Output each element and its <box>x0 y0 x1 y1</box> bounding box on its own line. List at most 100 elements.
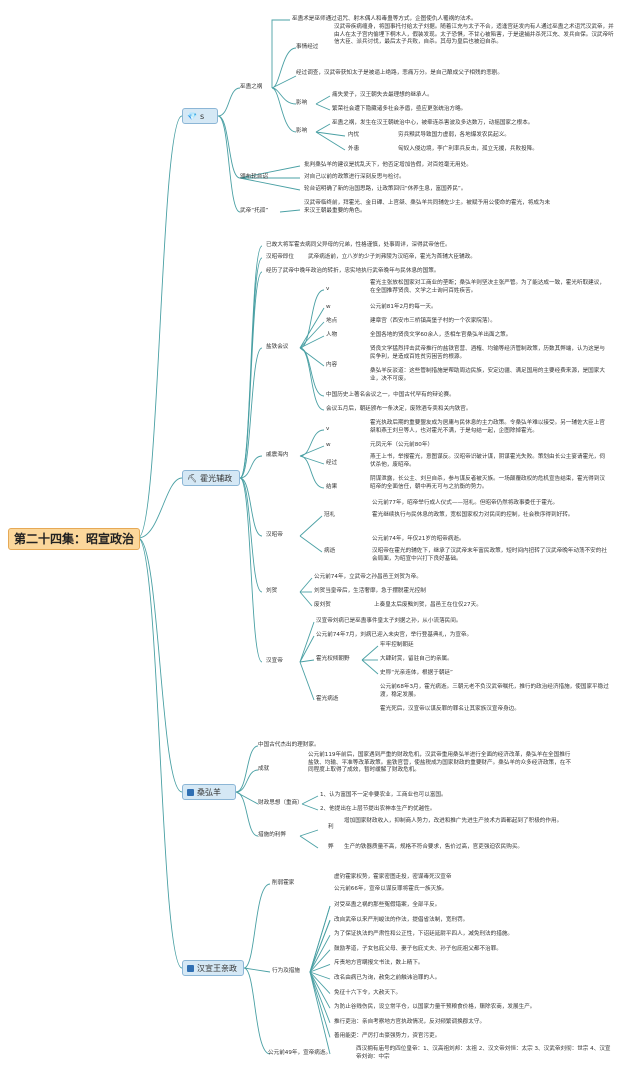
node-tuogu-a: 汉武帝临终前，拜霍光、金日磾、上官桀、桑弘羊共同辅佐少主。被赋予用公使命的霍光，… <box>304 200 551 214</box>
node-xd-b-label: 行为及措施 <box>272 968 300 974</box>
node-coup-v-label: v <box>326 426 330 432</box>
node-salt-w-label: w <box>326 304 331 310</box>
branch-topic-huoguang[interactable]: ⛏霍光辅政 <box>182 470 240 486</box>
list-item: 推行吏治：亲自考察地方官执政情况，反对频繁调换郡太守。 <box>334 1018 486 1025</box>
node-hg-i3: 经历了武帝中晚年政治的转折，忠实地执行武帝晚年与民休息的国策。 <box>266 268 440 274</box>
node-xuan-c3: 史称“光亲连体，根据于朝廷” <box>380 670 453 676</box>
node-coup-proc-label: 经过 <box>326 460 338 466</box>
node-sang-a: 中国古代杰出的理财家。 <box>258 742 320 748</box>
node-hg-i1: 已故大将军霍去病同父异母的兄弟，性格谨慎，处事周详，深得武帝信任。 <box>266 242 451 248</box>
node-sang-d-bi-label: 弊 <box>328 844 334 850</box>
list-item: 为防止谷贱伤民，设立常平仓，以国家力量干预粮食价格，赈除农商，发展生产。 <box>334 1004 536 1011</box>
branch-topic-s[interactable]: 💎s <box>182 108 218 124</box>
list-item: 为了保证执法的严肃性和公正性，下诏廷延尉平四人，减免刑法的措施。 <box>334 931 514 938</box>
node-luntai: 颁布轮台诏 <box>240 174 268 180</box>
node-he-a: 公元前74年，立武帝之孙昌邑王刘贺为帝。 <box>314 574 422 580</box>
node-wugu-intro: 巫蛊术是巫师通过诅咒、射木偶人和毒蛊等方式，企图使仇人罹祸的法术。 <box>292 16 477 22</box>
node-xuan-d-label: 霍光病逝 <box>316 696 339 702</box>
node-zhao-b1: 公元前74年，年仅21岁的昭帝病逝。 <box>372 536 465 542</box>
list-item: 对受巫蛊之祸的那些冤假错案，全部平反。 <box>334 902 441 908</box>
node-wugu-e3: 巫蛊之祸，发生在汉王朝统治中心，被牵连杀害波及多达数万，动摇国家之根本。 <box>332 120 534 126</box>
node-wugu-effect-label: 影响 <box>296 100 308 106</box>
node-salt-v-label: v <box>326 286 330 292</box>
list-item: 改自武帝以来严刑峻法的作法，提倡省法制，宽刑罚。 <box>334 916 469 923</box>
node-sang-d-li: 增加国家财政收入，抑制商人势力，改进和推广先进生产技术方面都起到了积极的作用。 <box>344 818 563 824</box>
node-sang-c-label: 财政思想（重商） <box>258 800 303 806</box>
node-wugu-e2: 繁荣社会遭下隐藏诸多社会矛盾，亟应更张统治方略。 <box>332 106 467 112</box>
node-zhao-a2: 霍光继续执行与民休息的政策，宽松国家权力对民间的控制，社会秩序得到好转。 <box>372 512 574 518</box>
node-salt-result: 会议五月后，朝廷颁布一条决定，废除酒专卖和关内铁官。 <box>326 406 472 412</box>
node-zhao-b2: 汉昭帝在霍光的辅佐下，继承了汉武帝末年富民政策，短时间内扭转了汉武帝晚年动荡不安… <box>372 548 607 562</box>
node-sang-b-label: 成就 <box>258 766 270 772</box>
pickaxe-icon: ⛏ <box>187 474 198 483</box>
node-salt-people: 全国各地的贤良文学60余人，丞相车官桑弘羊出面之策。 <box>370 332 512 338</box>
node-he-b: 刘贺当皇帝后，生活奢靡，急于摆脱霍光控制 <box>314 588 426 594</box>
node-wugu-after: 经过调查，汉武帝获知太子是被逼上绝路，悲痛万分。是自己酿成父子相残的悲剧。 <box>296 70 503 76</box>
node-sang-b: 公元前119年前后，国家遇到严重的财政危机，汉武帝重用桑弘羊进行全面的经济改革，… <box>308 752 571 774</box>
node-coup-w: 元凤元年（公元前80年） <box>370 442 434 448</box>
node-luntai-c: 轮台诏明确了新的治国思路，让政策回归“休养生息，富国养民”。 <box>304 186 467 192</box>
branch-topic-sanghongyang[interactable]: 桑弘羊 <box>182 784 236 800</box>
node-xuan-c1: 牢牢控制朝廷 <box>380 642 414 648</box>
node-tuogu: 武帝“托孤” <box>240 208 269 214</box>
node-coup-res-label: 结果 <box>326 484 338 490</box>
node-xd-a1: 虚钓霍家权势，霍家密图走投，密谋毒死汉宣帝 <box>334 874 452 880</box>
node-salt-place: 建章宫（西安市三桥镇高堡子村的一个农家院落）。 <box>370 318 496 324</box>
node-he-c: 上奏皇太后废黜刘贺，昌邑王在位仅27天。 <box>374 602 482 608</box>
node-xuan-b: 公元前74年7月，刘病已迎入未央宫，举行登基典礼，为宣帝。 <box>316 632 473 638</box>
root-topic[interactable]: 第二十四集：昭宣政治 <box>8 528 140 550</box>
node-luntai-a: 批判桑弘羊的建议是扰乱天下，他否定增加告假，对百姓毫无用处。 <box>304 162 472 168</box>
node-sang-d-bi: 生产的铁器质量不高，规格不符合要求，售价过高，官吏强迫农民购买。 <box>344 844 524 850</box>
node-coup-res: 阴谋泄露，长公主、刘旦自杀，参与谋反者被灭族。一场颠覆政权的危机宣告结束，霍光得… <box>370 476 605 490</box>
node-wugu-e1: 痛失爱子，汉王朝失去最理想的继承人。 <box>332 92 433 98</box>
node-sang-c1: 1、认为富国不一定非要农业，工商业也可以富国。 <box>320 792 447 798</box>
list-item: 善用能吏：严厉打击豪强势力，资官污吏。 <box>334 1033 441 1040</box>
node-zhao-a-label: 冠礼 <box>324 512 336 518</box>
node-sang-c2: 2、他提出在上层节提出农神本生产的优越性。 <box>320 806 436 812</box>
node-coup-v: 霍光执政后期的重要盟友成为居庸与民休息的主力政策。令桑弘羊难以接受。另一辅佐大臣… <box>370 420 605 434</box>
list-item: 免征十六下令，大赦天下。 <box>334 989 402 996</box>
node-salt-hist: 中国历史上著名会议之一，中国古代罕有的辩论赛。 <box>326 392 455 398</box>
node-wugu: 巫蛊之祸 <box>240 84 263 90</box>
node-xuan-a: 汉宣帝刘病已是巫蛊事件皇太子刘据之孙，从小流落民间。 <box>316 618 462 624</box>
node-sang-d-li-label: 利 <box>328 824 334 830</box>
node-wugu-e4-label: 内忧 <box>348 132 360 138</box>
node-coup-proc: 燕王上书，举报霍光，意图谋反。汉昭帝识破计谋，阴谋霍光失败。策划由长公主宴请霍光… <box>370 454 605 468</box>
node-wugu-e4: 穷兵黩武导致国力虚弱，各地爆发农民起义。 <box>398 132 510 138</box>
node-he-c-label: 废刘贺 <box>314 602 331 608</box>
node-salt-v: 霍光主张放松国家对工商业的垄断；桑弘羊则坚决主张严管。为了能达成一致，霍光听取建… <box>370 280 605 294</box>
node-xd-c-label: 公元前49年，宣帝病逝。 <box>268 1050 332 1056</box>
node-xd-c: 西汉拥有庙号的四位皇帝：1、汉高祖刘邦：太祖 2、汉文帝刘恒：太宗 3、汉武帝刘… <box>356 1046 611 1060</box>
node-luntai-b: 对自己以前的政策进行深刻反思与检讨。 <box>304 174 405 180</box>
book-icon <box>187 965 194 972</box>
node-coup-w-label: w <box>326 442 331 448</box>
node-salt-content-label: 内容 <box>326 362 338 368</box>
node-wugu-cause: 汉武帝疾病缠身，将国事托付给太子刘据。随着江充与太子不合，适逢宫廷发内有人通过巫… <box>334 24 614 46</box>
node-salt-people-label: 人物 <box>326 332 338 338</box>
node-he-label: 刘贺 <box>266 588 278 594</box>
list-item: 斥责地方官瞒报文书法，数上精下。 <box>334 960 424 967</box>
node-xuan-label: 汉宣帝 <box>266 658 283 664</box>
node-xd-a-label: 削弱霍家 <box>272 880 295 886</box>
branch-topic-xuandi[interactable]: 汉宣王亲政 <box>182 960 244 976</box>
node-zhao-label: 汉昭帝 <box>266 532 283 538</box>
node-zhao-b-label: 病逝 <box>324 548 336 554</box>
node-coup-label: 戚震海内 <box>266 452 289 458</box>
node-salt-label: 盐铁会议 <box>266 344 289 350</box>
node-zhao-a1: 公元前77年，昭帝举行成人仪式——冠礼。但昭帝仍然将政事委任于霍光。 <box>372 500 559 506</box>
node-hg-i2: 武帝病逝前，立八岁的少子刘弗陵为汉昭帝，霍光为首辅大臣辅政。 <box>308 254 476 260</box>
node-wugu-e5: 匈奴入侵边境，李广利率兵反击，孤立无援，兵败投降。 <box>398 146 538 152</box>
node-salt-w: 公元前81年2月的每一天。 <box>370 304 437 310</box>
gem-icon: 💎 <box>187 112 197 121</box>
list-item: 改名由病已为询，赦免之前触讳治罪的人。 <box>334 975 441 981</box>
node-wugu-effect-label-2: 影响 <box>296 128 308 134</box>
node-xd-a2: 公元前66年，宣帝以谋反罪将霍氏一族灭族。 <box>334 886 448 892</box>
book-icon <box>187 789 194 796</box>
node-wugu-e5-label: 外患 <box>348 146 360 152</box>
node-xuan-d1: 公元前68年3月，霍光病逝。三朝元老不负汉武帝嘱托，推行的政治经济措施，使国家平… <box>380 684 609 698</box>
node-xuan-d2: 霍光死后，汉宣帝以谋反罪的罪名让其家族汉宣帝身边。 <box>380 706 520 712</box>
node-hg-i2-label: 汉昭帝即位 <box>266 254 294 260</box>
node-wugu-cause-label: 事情经过 <box>296 44 319 50</box>
